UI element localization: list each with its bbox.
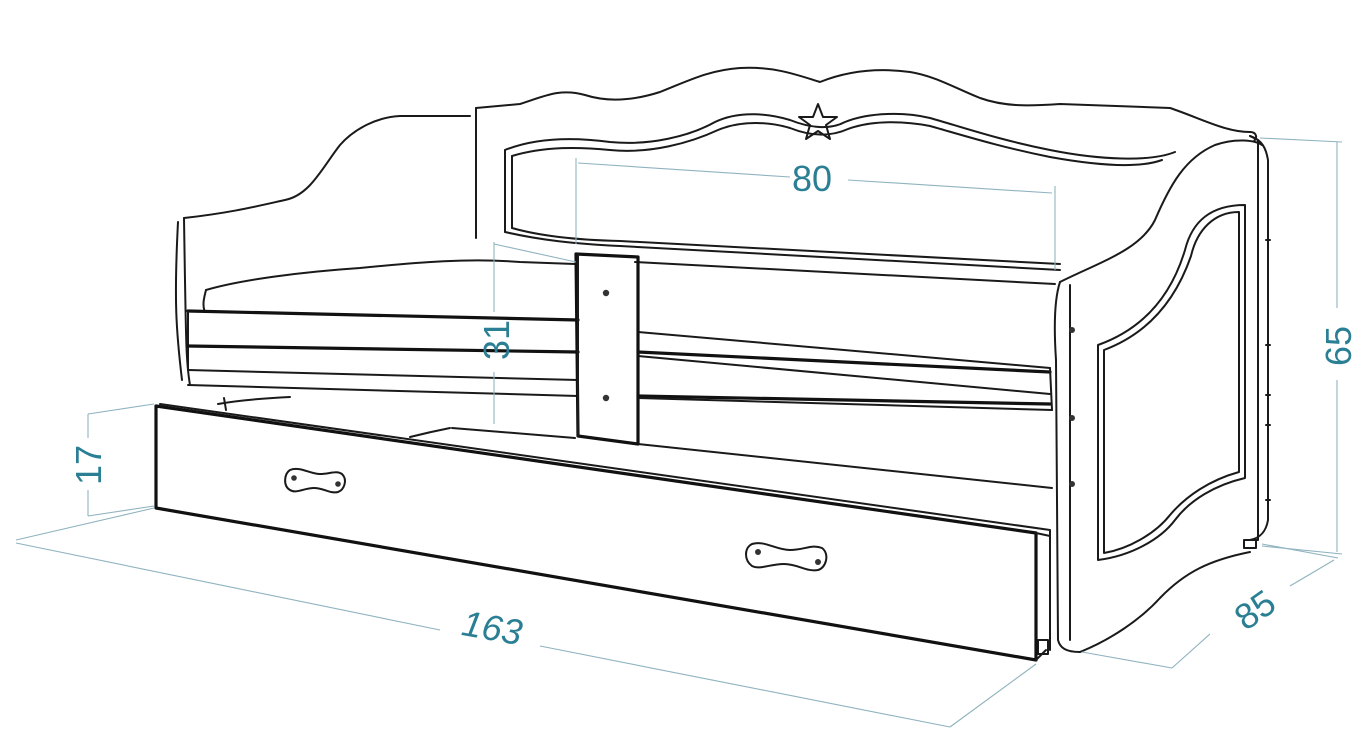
- dimension-length-163: [15, 507, 1037, 728]
- height-label: 65: [1318, 326, 1359, 366]
- barrier-height-label: 31: [476, 320, 517, 360]
- dimension-barrier-31: [493, 242, 577, 424]
- dimension-depth-85: [1081, 543, 1339, 669]
- drawer-height-label: 17: [68, 445, 109, 485]
- right-side-panel: [1037, 135, 1271, 655]
- depth-label: 85: [1227, 581, 1283, 638]
- star-icon: [798, 103, 838, 140]
- dimension-drawer-17: [87, 403, 155, 517]
- front-frame: [186, 309, 1053, 489]
- dimension-height-65: [1259, 137, 1343, 555]
- handle-icon: [745, 542, 828, 572]
- dimension-width-80: [575, 158, 1056, 270]
- left-side-panel: [174, 115, 471, 386]
- length-label: 163: [459, 602, 525, 653]
- drawer: [154, 403, 1051, 662]
- safety-barrier: [574, 252, 640, 446]
- mattress: [202, 259, 1056, 313]
- inner-width-label: 80: [792, 158, 832, 199]
- handle-icon: [284, 467, 346, 494]
- back-headboard: [475, 66, 1258, 271]
